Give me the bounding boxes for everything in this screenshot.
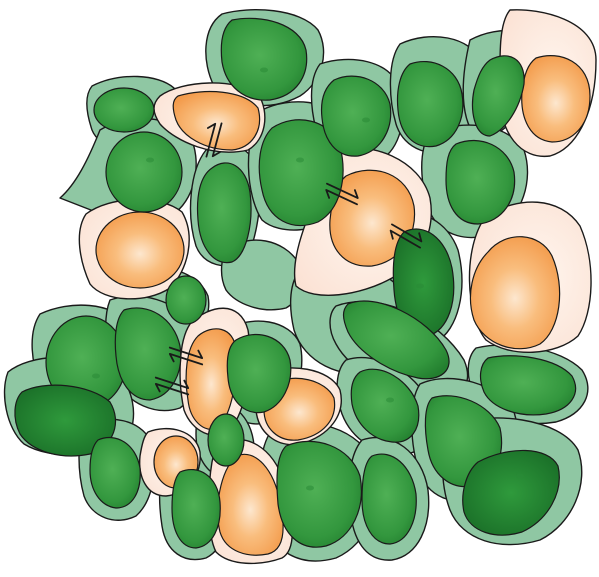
green-nucleus xyxy=(172,470,220,548)
green-nucleus xyxy=(208,414,244,466)
green-nucleus xyxy=(106,132,182,212)
green-nucleus xyxy=(398,62,463,147)
green-nucleus xyxy=(166,276,206,324)
green-nucleus xyxy=(446,140,515,224)
orange-nucleus xyxy=(96,212,184,288)
green-nucleus xyxy=(198,163,252,263)
orange-nucleus xyxy=(522,56,590,142)
green-nucleus xyxy=(94,88,154,132)
